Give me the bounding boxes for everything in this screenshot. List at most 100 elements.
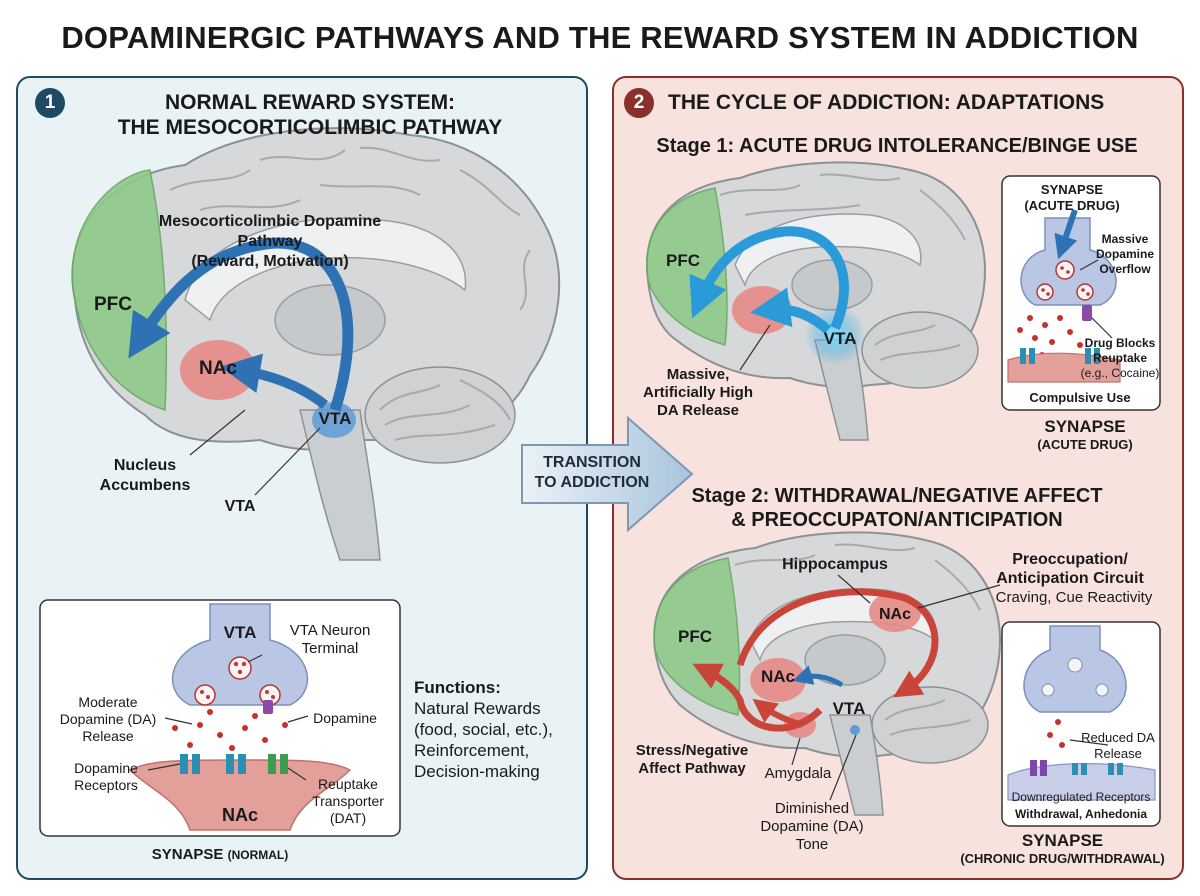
overflow-line2: Dopamine bbox=[1095, 247, 1154, 261]
compulsive-use-label: Compulsive Use bbox=[1029, 390, 1131, 405]
functions-line2: (food, social, etc.), bbox=[414, 720, 553, 739]
synapse-acute-drug bbox=[1001, 175, 1161, 411]
brain-normal bbox=[71, 127, 561, 561]
massive-line3: DA Release bbox=[657, 402, 739, 419]
transition-arrow bbox=[521, 415, 694, 533]
reuptake-line2: Transporter bbox=[312, 793, 384, 809]
moderate-line3: Release bbox=[82, 728, 134, 744]
stress-line2: Affect Pathway bbox=[638, 760, 746, 777]
panel1-number-badge: 1 bbox=[35, 88, 65, 118]
cerebellum bbox=[364, 366, 516, 464]
nac-label: NAc bbox=[198, 358, 237, 379]
pathway-label-line1: Mesocorticolimbic Dopamine Pathway bbox=[158, 213, 382, 250]
brain-stage2 bbox=[653, 531, 1002, 816]
synapse-normal bbox=[39, 599, 401, 837]
receptors-line1: Dopamine bbox=[74, 760, 138, 776]
synapse-top-line2: (ACUTE DRUG) bbox=[1024, 198, 1120, 213]
acute-synapse-top-label: SYNAPSE (ACUTE DRUG) bbox=[1012, 182, 1132, 214]
stage2-vta-label: VTA bbox=[832, 699, 866, 718]
overflow-line3: Overflow bbox=[1099, 262, 1151, 276]
preoccupation-label: Preoccupation/ Anticipation Circuit bbox=[985, 550, 1155, 588]
moderate-line1: Moderate bbox=[78, 694, 138, 710]
synapse-chronic bbox=[1001, 621, 1161, 827]
terminal-line1: VTA Neuron bbox=[289, 622, 371, 639]
hippocampus-label: Hippocampus bbox=[782, 556, 888, 573]
pathway-label-line2: (Reward, Motivation) bbox=[191, 253, 349, 270]
transition-line2: TO ADDICTION bbox=[534, 474, 650, 491]
blocks-line2: Reuptake bbox=[1092, 351, 1148, 365]
vta-brain-label: VTA bbox=[318, 409, 352, 428]
acute-caption-line1: SYNAPSE bbox=[1044, 417, 1126, 436]
stress-pathway-label: Stress/Negative Affect Pathway bbox=[628, 742, 756, 778]
reduced-line2: Release bbox=[1094, 746, 1142, 761]
craving-label: Craving, Cue Reactivity bbox=[995, 589, 1153, 606]
overflow-line1: Massive bbox=[1101, 232, 1149, 246]
synapse-top-line1: SYNAPSE bbox=[1040, 182, 1104, 197]
overflow-label: Massive Dopamine Overflow bbox=[1092, 232, 1158, 277]
functions-line1: Natural Rewards bbox=[414, 699, 541, 718]
panel1-title: NORMAL REWARD SYSTEM: THE MESOCORTICOLIM… bbox=[100, 90, 520, 140]
stage2-nac-top-label: NAc bbox=[878, 606, 911, 623]
reduced-release-label: Reduced DA Release bbox=[1076, 730, 1160, 762]
receptors-line2: Receptors bbox=[74, 777, 138, 793]
massive-line1: Massive, bbox=[666, 366, 730, 383]
panel2-number-badge: 2 bbox=[624, 88, 654, 118]
chronic-caption-line1: SYNAPSE bbox=[1021, 831, 1104, 850]
functions-block: Functions: Natural Rewards (food, social… bbox=[414, 678, 584, 782]
reduced-line1: Reduced DA bbox=[1081, 730, 1155, 745]
functions-title: Functions: bbox=[414, 678, 501, 697]
transition-label: TRANSITION TO ADDICTION bbox=[522, 453, 662, 493]
synapse-normal-caption: SYNAPSE (NORMAL) bbox=[100, 846, 340, 864]
stage1-vta-label: VTA bbox=[823, 329, 857, 348]
dopamine-receptors-label: Dopamine Receptors bbox=[58, 760, 154, 794]
diminished-line1: Diminished bbox=[774, 800, 850, 817]
chronic-caption-line2: (CHRONIC DRUG/WITHDRAWAL) bbox=[960, 851, 1165, 866]
preocc-line1: Preoccupation/ bbox=[1012, 551, 1128, 568]
dopamine-label: Dopamine bbox=[313, 710, 377, 726]
pfc-label: PFC bbox=[94, 294, 132, 315]
terminal-line2: Terminal bbox=[301, 640, 359, 657]
stage1-pfc-label: PFC bbox=[666, 251, 700, 270]
synapse-vta-label: VTA bbox=[223, 623, 257, 642]
brain-stage1 bbox=[646, 161, 987, 441]
withdrawal-label: Withdrawal, Anhedonia bbox=[1014, 807, 1148, 821]
stage2-title-line2: & PREOCCUPATON/ANTICIPATION bbox=[731, 509, 1063, 531]
stage2-pfc-label: PFC bbox=[678, 627, 712, 646]
reuptake-line3: (DAT) bbox=[329, 810, 367, 826]
functions-line3: Reinforcement, bbox=[414, 741, 530, 760]
diminished-line3: Tone bbox=[795, 836, 829, 853]
reuptake-transporter-label: Reuptake Transporter (DAT) bbox=[300, 776, 396, 827]
stress-line1: Stress/Negative bbox=[635, 742, 749, 759]
stage2-title: Stage 2: WITHDRAWAL/NEGATIVE AFFECT & PR… bbox=[662, 484, 1132, 532]
chronic-synapse-caption: SYNAPSE (CHRONIC DRUG/WITHDRAWAL) bbox=[950, 832, 1175, 868]
vta-label: VTA bbox=[224, 498, 256, 515]
main-title: DOPAMINERGIC PATHWAYS AND THE REWARD SYS… bbox=[61, 20, 1139, 55]
synapse-nac-label: NAc bbox=[221, 805, 258, 825]
amygdala-label: Amygdala bbox=[764, 765, 832, 782]
massive-release-label: Massive, Artificially High DA Release bbox=[638, 366, 758, 420]
stage2-nac-mid-label: NAc bbox=[760, 667, 795, 686]
transition-line1: TRANSITION bbox=[543, 454, 641, 471]
diminished-line2: Dopamine (DA) bbox=[760, 818, 864, 835]
moderate-line2: Dopamine (DA) bbox=[59, 711, 157, 727]
panel1-title-line1: NORMAL REWARD SYSTEM: bbox=[164, 91, 456, 114]
reuptake-line1: Reuptake bbox=[318, 776, 378, 792]
downregulated-label: Downregulated Receptors bbox=[1011, 790, 1151, 804]
blocks-line3: (e.g., Cocaine) bbox=[1080, 366, 1160, 380]
diminished-tone-label: Diminished Dopamine (DA) Tone bbox=[752, 800, 872, 854]
caption-rest: (NORMAL) bbox=[227, 848, 289, 862]
moderate-release-label: Moderate Dopamine (DA) Release bbox=[48, 694, 168, 745]
caption-bold: SYNAPSE bbox=[151, 846, 224, 863]
panel2-title: THE CYCLE OF ADDICTION: ADAPTATIONS bbox=[668, 91, 1105, 114]
functions-line4: Decision-making bbox=[414, 762, 540, 781]
drug-blocks-label: Drug Blocks Reuptake (e.g., Cocaine) bbox=[1080, 336, 1160, 381]
acute-caption-line2: (ACUTE DRUG) bbox=[1037, 437, 1133, 452]
preocc-line2: Anticipation Circuit bbox=[996, 570, 1144, 587]
acute-synapse-caption: SYNAPSE (ACUTE DRUG) bbox=[1010, 418, 1160, 454]
panel1-title-line2: THE MESOCORTICOLIMBIC PATHWAY bbox=[117, 116, 503, 139]
pathway-label: Mesocorticolimbic Dopamine Pathway (Rewa… bbox=[130, 212, 410, 272]
pathway-to-nac-arrow bbox=[220, 353, 329, 409]
nucleus-line1: Nucleus bbox=[113, 457, 177, 474]
vta-region bbox=[312, 402, 356, 438]
